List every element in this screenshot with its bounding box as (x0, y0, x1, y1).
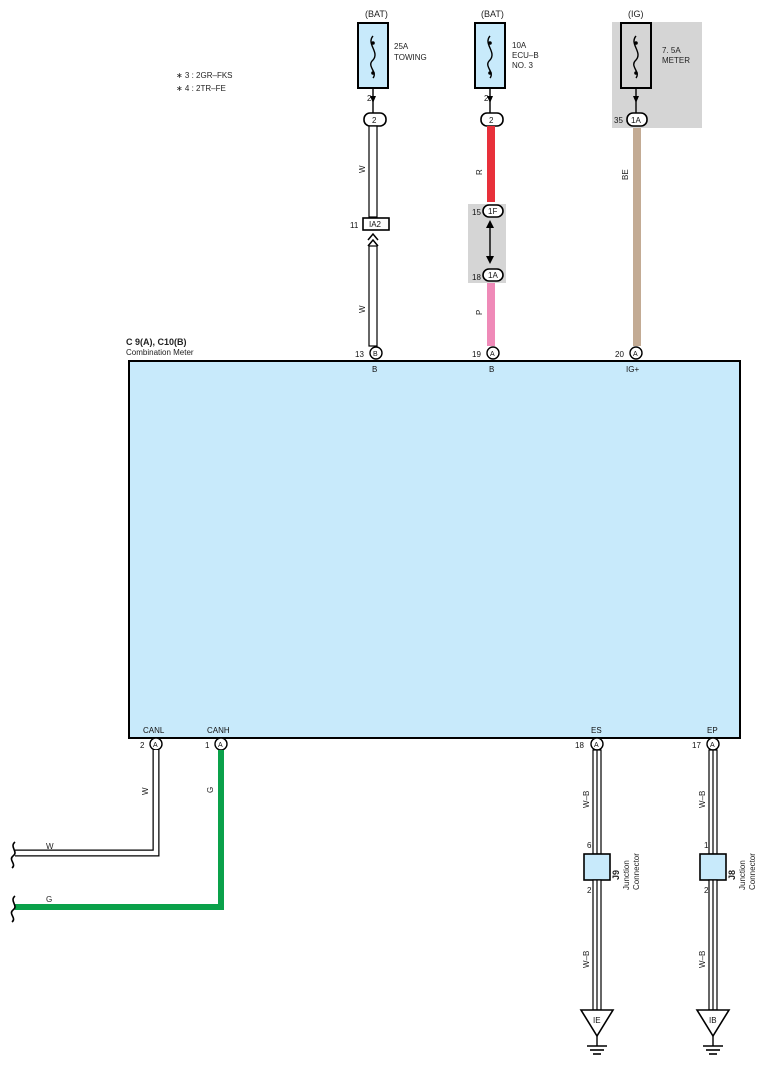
fuse1-name: TOWING (394, 53, 427, 62)
meter-id: C 9(A), C10(B) (126, 337, 187, 347)
j8-pin-bot: 2 (704, 886, 709, 895)
ground-ie-icon (579, 1009, 615, 1038)
a1-label: 1A (488, 271, 498, 280)
meter-pin-19: 19 (472, 350, 481, 359)
j8-name2: Connector (748, 853, 757, 890)
fuse1-box (357, 22, 389, 89)
combination-meter-box (128, 360, 741, 739)
a1-connector (482, 268, 504, 282)
a1-pin: 18 (472, 273, 481, 282)
wire-w-out-label: W (46, 842, 54, 851)
fuse3-box (620, 22, 652, 89)
wire-w-lower-label: W (358, 305, 367, 313)
j8-name: Junction (738, 860, 747, 890)
meter-term-b2: B (489, 365, 494, 374)
meter-pin-1: 1 (205, 741, 210, 750)
note-1: ∗ 3 : 2GR–FKS (176, 71, 233, 80)
j9-pin-bot: 2 (587, 886, 592, 895)
wire-g-out-label: G (46, 895, 52, 904)
meter-pin-17: 17 (692, 741, 701, 750)
fuse2-source: (BAT) (481, 9, 504, 19)
f1-label: 1F (488, 207, 497, 216)
meter-term-ig: IG+ (626, 365, 639, 374)
fuse2-box (474, 22, 506, 89)
meter-name: Combination Meter (126, 348, 194, 357)
wire-es-lower-label: W–B (582, 951, 591, 968)
j8-junction (699, 853, 727, 881)
meter-pin-2: 2 (140, 741, 145, 750)
meter-term-es: ES (591, 726, 602, 735)
fuse2-conn-label: 2 (489, 116, 494, 125)
j9-pin-top: 6 (587, 841, 592, 850)
fuse3-source: (IG) (628, 9, 644, 19)
wire-be-label: BE (621, 169, 630, 180)
note-2: ∗ 4 : 2TR–FE (176, 84, 226, 93)
wire-canh (15, 750, 224, 910)
meter-pin-18: 18 (575, 741, 584, 750)
svg-text:A: A (594, 742, 599, 749)
meter-term-ep: EP (707, 726, 718, 735)
meter-term-b1: B (372, 365, 377, 374)
wire-r (487, 126, 495, 202)
svg-text:A: A (218, 742, 223, 749)
fuse3-pin: 35 (614, 116, 623, 125)
j9-id: J9 (611, 870, 621, 880)
fuse3-conn-label: 1A (631, 116, 641, 125)
wire-p-label: P (475, 310, 484, 315)
svg-text:A: A (633, 351, 638, 358)
j8-id: J8 (727, 870, 737, 880)
wire-w-lower (368, 245, 378, 347)
meter-pin-20: 20 (615, 350, 624, 359)
wire-r-label: R (475, 169, 484, 175)
fuse2-rating: 10A (512, 41, 527, 50)
ground-ib-icon (695, 1009, 731, 1038)
wire-ep-upper-label: W–B (698, 791, 707, 808)
wire-ep-lower-label: W–B (698, 951, 707, 968)
break-icon-w (10, 841, 16, 869)
fuse3-connector (626, 112, 648, 127)
ground-ie-label: IE (593, 1016, 601, 1025)
break-icon-g (10, 895, 16, 923)
ground-ib-label: IB (709, 1016, 717, 1025)
j9-junction (583, 853, 611, 881)
j9-name2: Connector (632, 853, 641, 890)
fuse2-pin: 2 (484, 94, 489, 103)
wire-be (633, 128, 641, 346)
wire-canl-label: W (141, 787, 150, 795)
wire-w-upper (368, 125, 378, 218)
j9-name: Junction (622, 860, 631, 890)
ia2-connector (362, 217, 390, 231)
f1-pin: 15 (472, 208, 481, 217)
fuse1-source: (BAT) (365, 9, 388, 19)
j8-pin-top: 1 (704, 841, 709, 850)
svg-text:A: A (490, 351, 495, 358)
meter-term-canh: CANH (207, 726, 230, 735)
wire-canl (15, 750, 160, 857)
f1-connector (482, 204, 504, 218)
wire-w-upper-label: W (358, 165, 367, 173)
wire-es-upper-label: W–B (582, 791, 591, 808)
meter-term-canl: CANL (143, 726, 165, 735)
svg-text:A: A (153, 742, 158, 749)
fuse3-name: METER (662, 56, 690, 65)
ia2-pin: 11 (350, 221, 359, 230)
fuse1-conn-label: 2 (372, 116, 377, 125)
wire-p (487, 283, 495, 346)
fuse1-pin: 2 (367, 94, 372, 103)
fuse1-rating: 25A (394, 42, 409, 51)
fuse3-rating: 7. 5A (662, 46, 681, 55)
fuse2-name: ECU–B (512, 51, 539, 60)
wire-canh-label: G (206, 787, 215, 793)
meter-pin-13: 13 (355, 350, 364, 359)
ia2-label: IA2 (369, 220, 382, 229)
fuse2-name2: NO. 3 (512, 61, 533, 70)
svg-text:B: B (373, 351, 378, 358)
ia2-arrow-icon (367, 232, 379, 247)
svg-text:A: A (710, 742, 715, 749)
